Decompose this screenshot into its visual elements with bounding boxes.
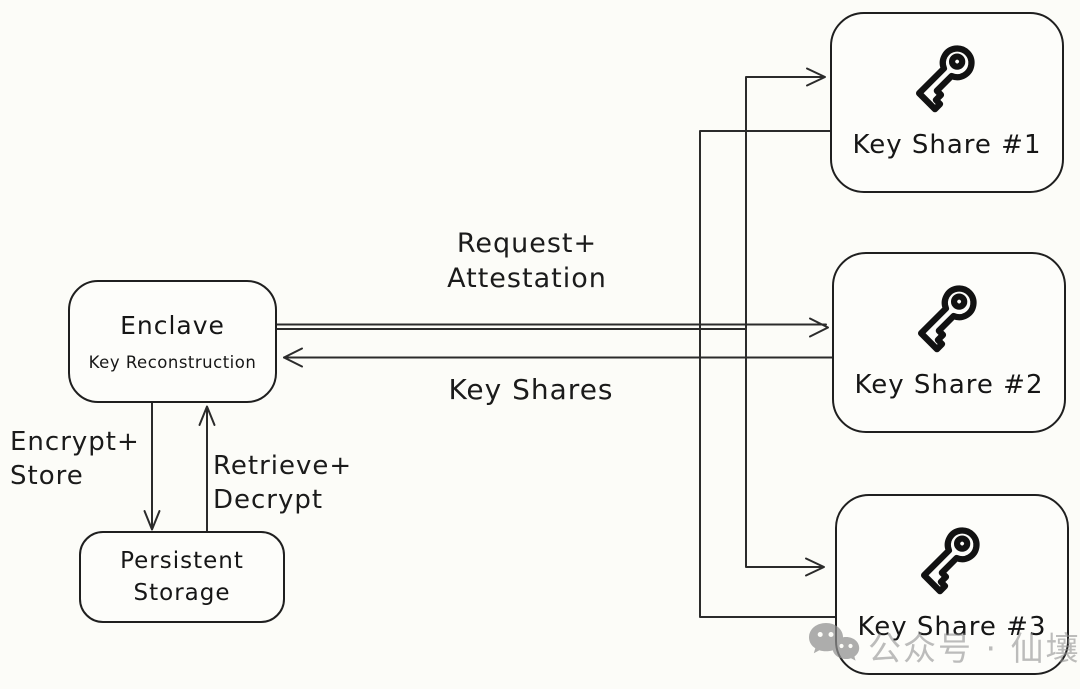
key-icon (906, 270, 992, 356)
key-share-label: Key Share #3 (857, 612, 1047, 642)
key-icon (909, 512, 995, 598)
key-shares-label: Key Shares (448, 373, 614, 406)
encrypt-store-label: Encrypt+ Store (10, 427, 140, 491)
request-attestation-arrow (276, 67, 829, 577)
encrypt-store-arrow (143, 402, 161, 531)
retrieve-decrypt-arrow (198, 405, 216, 533)
key-share-label: Key Share #2 (854, 370, 1044, 400)
enclave-title: Enclave (120, 311, 225, 340)
retrieve-decrypt-label: Retrieve+ Decrypt (213, 451, 353, 515)
key-icon (904, 30, 990, 116)
key-shares-arrow (283, 130, 836, 618)
key-share-label: Key Share #1 (852, 130, 1042, 160)
request-attestation-label: Request+ Attestation (447, 228, 607, 295)
key-share-3-node: Key Share #3 (835, 494, 1069, 675)
enclave-node: Enclave Key Reconstruction (68, 280, 277, 403)
key-share-2-node: Key Share #2 (832, 252, 1066, 433)
key-share-1-node: Key Share #1 (830, 12, 1064, 193)
enclave-subtitle: Key Reconstruction (88, 353, 257, 372)
persistent-storage-label: Persistent Storage (120, 547, 244, 606)
persistent-storage-node: Persistent Storage (79, 531, 285, 623)
